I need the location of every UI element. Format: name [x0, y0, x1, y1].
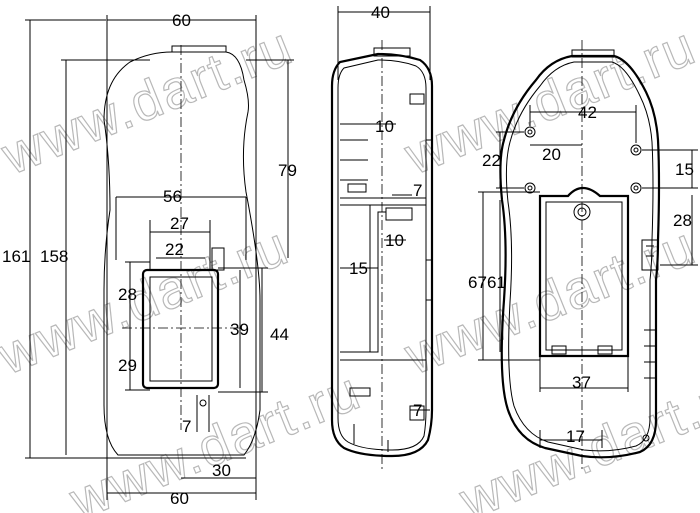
watermark-2: www.dart.ru	[0, 215, 297, 386]
dim-front-w56: 56	[163, 187, 182, 206]
dim-front-upper: 79	[278, 161, 297, 180]
dim-side-d7b: 7	[413, 401, 422, 420]
dim-back-h22: 22	[482, 151, 501, 170]
dim-front-w30: 30	[212, 461, 231, 480]
dim-front-height-total: 161	[2, 247, 30, 266]
dim-side-d10b: 10	[385, 231, 404, 250]
dim-front-w27: 27	[170, 214, 189, 233]
dim-back-h28: 28	[673, 211, 692, 230]
dim-front-h29: 29	[118, 356, 137, 375]
front-view: 60 161 158 79 56 27 22	[2, 11, 297, 508]
dim-back-w37: 37	[572, 373, 591, 392]
dim-back-h61: 61	[487, 273, 506, 292]
dim-front-height-inner: 158	[40, 247, 68, 266]
back-boss-ml	[524, 182, 536, 194]
dim-back-w20: 20	[542, 145, 561, 164]
back-outline	[499, 54, 661, 459]
dim-side-d10a: 10	[375, 117, 394, 136]
dim-side-depth: 40	[371, 3, 390, 22]
dim-front-width-top: 60	[172, 11, 191, 30]
dim-back-w42: 42	[578, 103, 597, 122]
dim-front-h28: 28	[118, 285, 137, 304]
dim-back-w17: 17	[566, 427, 585, 446]
back-boss-tr	[630, 144, 642, 156]
front-window-outer	[141, 268, 220, 390]
watermark-5: www.dart.ru	[396, 215, 700, 386]
back-lid-screw	[573, 203, 591, 221]
dim-front-h44: 44	[270, 325, 289, 344]
front-body-outline	[103, 51, 261, 456]
back-latch	[641, 239, 659, 271]
front-hole	[199, 399, 207, 407]
dim-back-h67: 67	[468, 273, 487, 292]
back-battery-lid	[538, 186, 630, 358]
dim-side-d7a: 7	[413, 181, 422, 200]
side-outline	[330, 52, 434, 458]
front-window-inner	[149, 276, 213, 382]
dim-front-width-bottom: 60	[170, 489, 189, 508]
back-boss-tl	[524, 126, 536, 138]
back-boss-mr	[630, 182, 642, 194]
side-view: 40 10 7 10 15	[330, 3, 434, 470]
dim-front-w7: 7	[182, 417, 191, 436]
dim-front-w22: 22	[165, 240, 184, 259]
dim-back-h15: 15	[675, 160, 694, 179]
dim-side-d15: 15	[349, 259, 368, 278]
back-view: 42 22 20 15 28 67 61	[468, 40, 698, 470]
dim-front-h39: 39	[230, 320, 249, 339]
